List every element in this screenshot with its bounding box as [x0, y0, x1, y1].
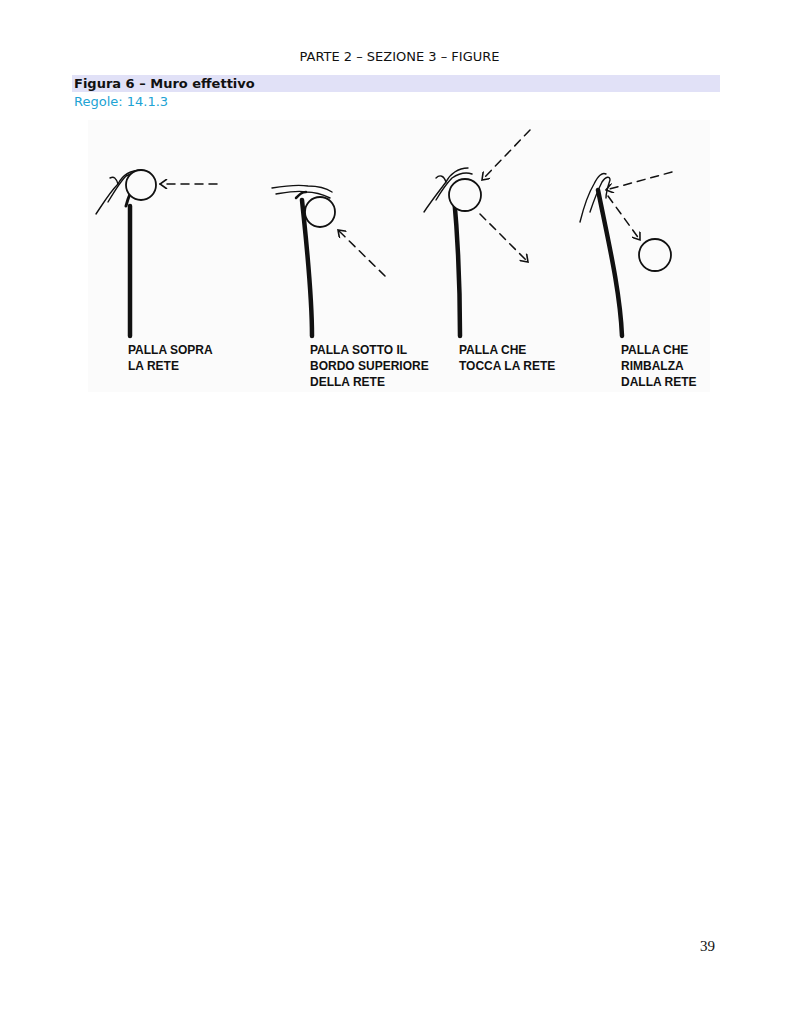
page-number: 39 [700, 938, 715, 955]
figure-caption: PALLA SOTTO IL BORDO SUPERIORE DELLA RET… [310, 342, 432, 390]
figure-caption: PALLA CHE RIMBALZA DALLA RETE [621, 342, 701, 390]
title-band [72, 75, 720, 92]
figure-ground [88, 120, 710, 392]
figure-title: Figura 6 – Muro effettivo [74, 75, 255, 92]
page-header: PARTE 2 – SEZIONE 3 – FIGURE [4, 48, 791, 65]
figure-caption: PALLA SOPRA LA RETE [128, 342, 223, 374]
figure-caption: PALLA CHE TOCCA LA RETE [459, 342, 561, 374]
rules-reference: Regole: 14.1.3 [74, 93, 168, 110]
